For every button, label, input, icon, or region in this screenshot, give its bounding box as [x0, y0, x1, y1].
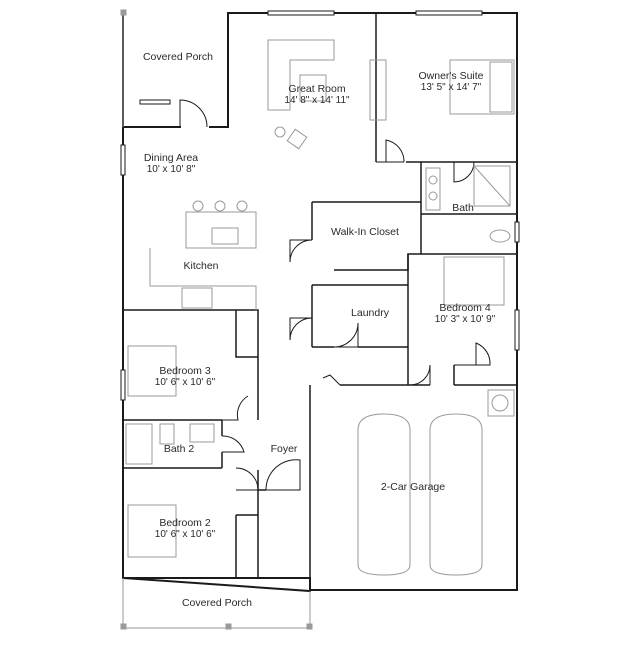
walk-in-closet-label: Walk-In Closet [331, 226, 399, 238]
bedroom-4-dims: 10' 3" x 10' 9" [434, 314, 496, 325]
dining-area-dims: 10' x 10' 8" [146, 164, 196, 175]
interior-walls [123, 13, 517, 590]
owners-suite-dims: 13' 5" x 14' 7" [420, 82, 482, 93]
foyer-label: Foyer [270, 443, 298, 455]
dining-area-label: Dining Area [143, 152, 199, 164]
bedroom-3-label: Bedroom 3 [159, 365, 211, 377]
covered-porch-bottom-label: Covered Porch [181, 597, 253, 609]
kitchen-label: Kitchen [183, 260, 219, 272]
bedroom-3-dims: 10' 6" x 10' 6" [154, 377, 216, 388]
bedroom-2-dims: 10' 6" x 10' 6" [154, 529, 216, 540]
windows [120, 10, 520, 401]
owners-suite-label: Owner's Suite [418, 70, 484, 82]
garage-label: 2-Car Garage [380, 481, 446, 493]
bedroom-2-label: Bedroom 2 [159, 517, 211, 529]
covered-porch-top-label: Covered Porch [142, 51, 214, 63]
bedroom-4-label: Bedroom 4 [439, 302, 491, 314]
great-room-label: Great Room [288, 83, 346, 95]
laundry-label: Laundry [351, 307, 389, 319]
porch-outline [120, 9, 313, 630]
doors [179, 99, 491, 491]
fixtures [125, 39, 515, 576]
bath-2-label: Bath 2 [163, 443, 195, 455]
bath-label: Bath [452, 202, 474, 214]
great-room-dims: 14' 8" x 14' 11" [284, 95, 350, 106]
